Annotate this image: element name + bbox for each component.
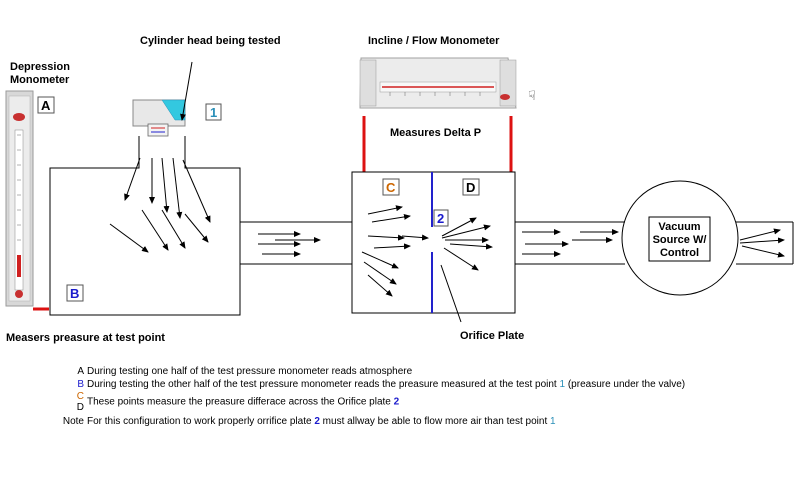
depression-monometer-label-2: Monometer (10, 74, 70, 86)
note-final-key: Note (62, 416, 84, 427)
note-c-key: C (76, 391, 84, 402)
orifice-box (351, 171, 516, 314)
measures-delta-label: Measures Delta P (390, 127, 481, 139)
marker-c-box (382, 178, 400, 196)
test-chamber (49, 136, 241, 316)
marker-2-box (433, 209, 449, 227)
duct-2-arrows (522, 229, 619, 257)
incline-monometer (359, 57, 517, 109)
note-a-text: During testing one half of the test pres… (87, 366, 413, 377)
note-b-num: 1 (559, 379, 566, 390)
note-d-key: D (76, 402, 84, 413)
vacuum-label-2: Source W/ (653, 234, 707, 246)
marker-b-box (66, 284, 84, 302)
orifice-plate-label: Orifice Plate (460, 330, 524, 342)
cylinder-head (132, 99, 186, 137)
cylinder-head-pointer (180, 61, 193, 121)
measures-test-point-label: Measers preasure at test point (6, 332, 165, 344)
note-final-text-1: For this configuration to work properly … (87, 416, 312, 427)
marker-d: D (466, 180, 475, 195)
marker-1: 1 (210, 105, 217, 120)
vacuum-label-1: Vacuum (658, 221, 700, 233)
marker-d-box (462, 178, 480, 196)
duct-1-arrows (258, 231, 321, 257)
marker-c: C (386, 180, 396, 195)
note-b-text-1: During testing the other half of the tes… (87, 379, 557, 390)
note-a-key: A (77, 366, 84, 377)
marker-a-box (37, 96, 55, 114)
note-b-key: B (77, 379, 84, 390)
note-b-text-2: (preasure under the valve) (567, 379, 686, 390)
vacuum-source-circle (621, 180, 739, 296)
marker-1-box (205, 103, 222, 121)
note-cd-text: These points measure the preasure differ… (87, 396, 391, 408)
orifice-plate-pointer (440, 264, 462, 323)
hand-cursor-icon: ☟ (528, 89, 536, 104)
vacuum-source-box (648, 216, 711, 262)
vacuum-label-3: Control (660, 247, 699, 259)
marker-2: 2 (437, 211, 444, 226)
depression-monometer-label-1: Depression (10, 61, 70, 73)
note-final-num-2: 2 (314, 416, 320, 427)
depression-monometer (5, 90, 34, 307)
cylinder-head-label: Cylinder head being tested (140, 35, 281, 47)
orifice-arrows (361, 205, 493, 297)
test-chamber-arrows (109, 157, 211, 253)
note-final-num-1: 1 (550, 416, 556, 427)
note-cd-num: 2 (393, 396, 400, 408)
marker-a: A (41, 98, 51, 113)
note-final-text-2: must allway be able to flow more air tha… (322, 416, 548, 427)
incline-monometer-label: Incline / Flow Monometer (368, 35, 500, 47)
marker-b: B (70, 286, 79, 301)
exhaust-arrows (739, 228, 785, 258)
